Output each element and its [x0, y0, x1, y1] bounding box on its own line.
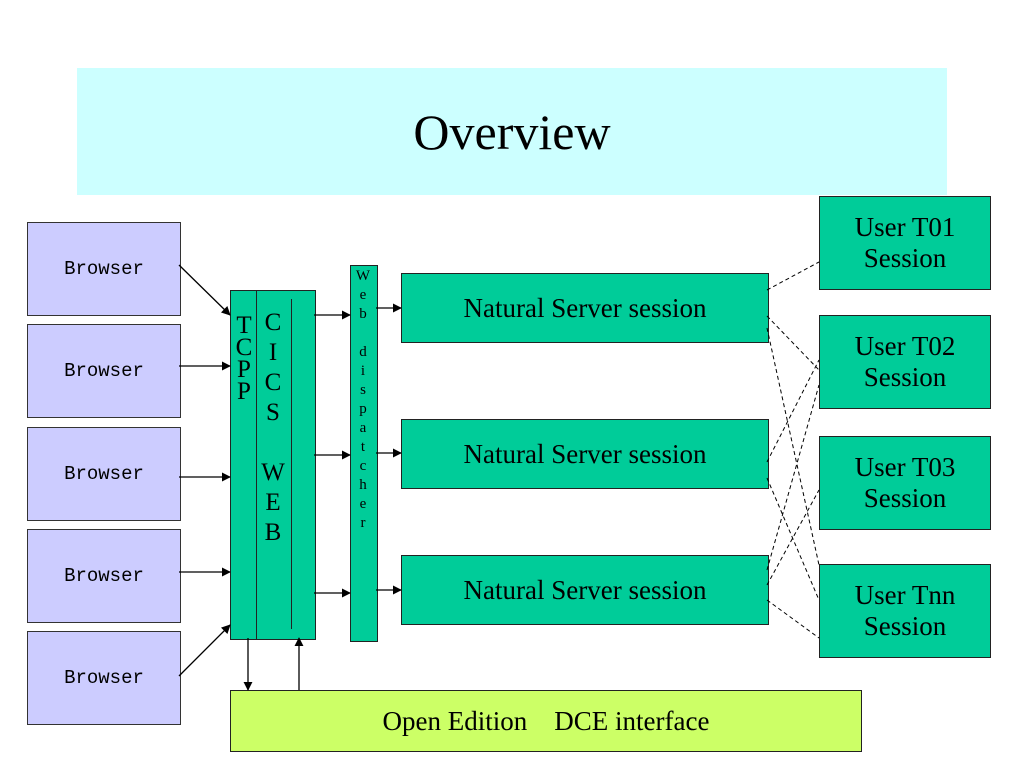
user-session-name: User T02	[854, 330, 956, 361]
natural-server-session-3: Natural Server session	[401, 555, 769, 625]
browser-box-1: Browser	[27, 222, 181, 316]
browser-label: Browser	[64, 463, 144, 485]
dashed-link	[766, 599, 820, 639]
dce-interface-box: Open Edition DCE interface	[230, 690, 862, 752]
natural-server-session-label: Natural Server session	[463, 574, 707, 605]
browser-label: Browser	[64, 360, 144, 382]
user-session-name: User T03	[854, 451, 956, 482]
dashed-link	[766, 359, 820, 463]
user-session-name: User T01	[854, 211, 956, 242]
page-title: Overview	[413, 103, 611, 160]
natural-server-session-1: Natural Server session	[401, 273, 769, 343]
cics-web-column	[256, 290, 316, 640]
arrow-browser-5	[178, 624, 231, 677]
browser-label: Browser	[64, 258, 144, 280]
dce-interface-label: Open Edition DCE interface	[382, 705, 710, 736]
browser-box-2: Browser	[27, 324, 181, 418]
dashed-link	[766, 327, 820, 566]
user-session-t02: User T02 Session	[819, 315, 991, 409]
dashed-link	[766, 477, 820, 601]
cics-web-inner-divider	[291, 299, 316, 629]
user-session-label: Session	[863, 611, 947, 641]
browser-box-5: Browser	[27, 631, 181, 725]
dashed-link	[766, 315, 820, 371]
browser-box-4: Browser	[27, 529, 181, 623]
dashed-link	[766, 384, 820, 571]
browser-label: Browser	[64, 667, 144, 689]
dashed-link	[766, 261, 820, 291]
user-session-t01: User T01 Session	[819, 196, 991, 290]
user-session-label: Session	[863, 362, 947, 392]
browser-label: Browser	[64, 565, 144, 587]
user-session-tnn: User Tnn Session	[819, 564, 991, 658]
tcpip-column	[230, 290, 258, 640]
user-session-label: Session	[863, 483, 947, 513]
user-session-t03: User T03 Session	[819, 436, 991, 530]
cics-web-label: C I C S W E B	[261, 309, 285, 546]
web-dispatcher-label: W e b d i s p a t c h e r	[355, 268, 371, 531]
user-session-name: User Tnn	[854, 579, 956, 610]
natural-server-session-label: Natural Server session	[463, 438, 707, 469]
tcpip-label: T C P P	[235, 312, 253, 405]
title-banner: Overview	[77, 68, 947, 195]
natural-server-session-label: Natural Server session	[463, 292, 707, 323]
browser-box-3: Browser	[27, 427, 181, 521]
user-session-label: Session	[863, 243, 947, 273]
arrow-browser-1	[178, 264, 231, 316]
dashed-link	[766, 489, 820, 586]
